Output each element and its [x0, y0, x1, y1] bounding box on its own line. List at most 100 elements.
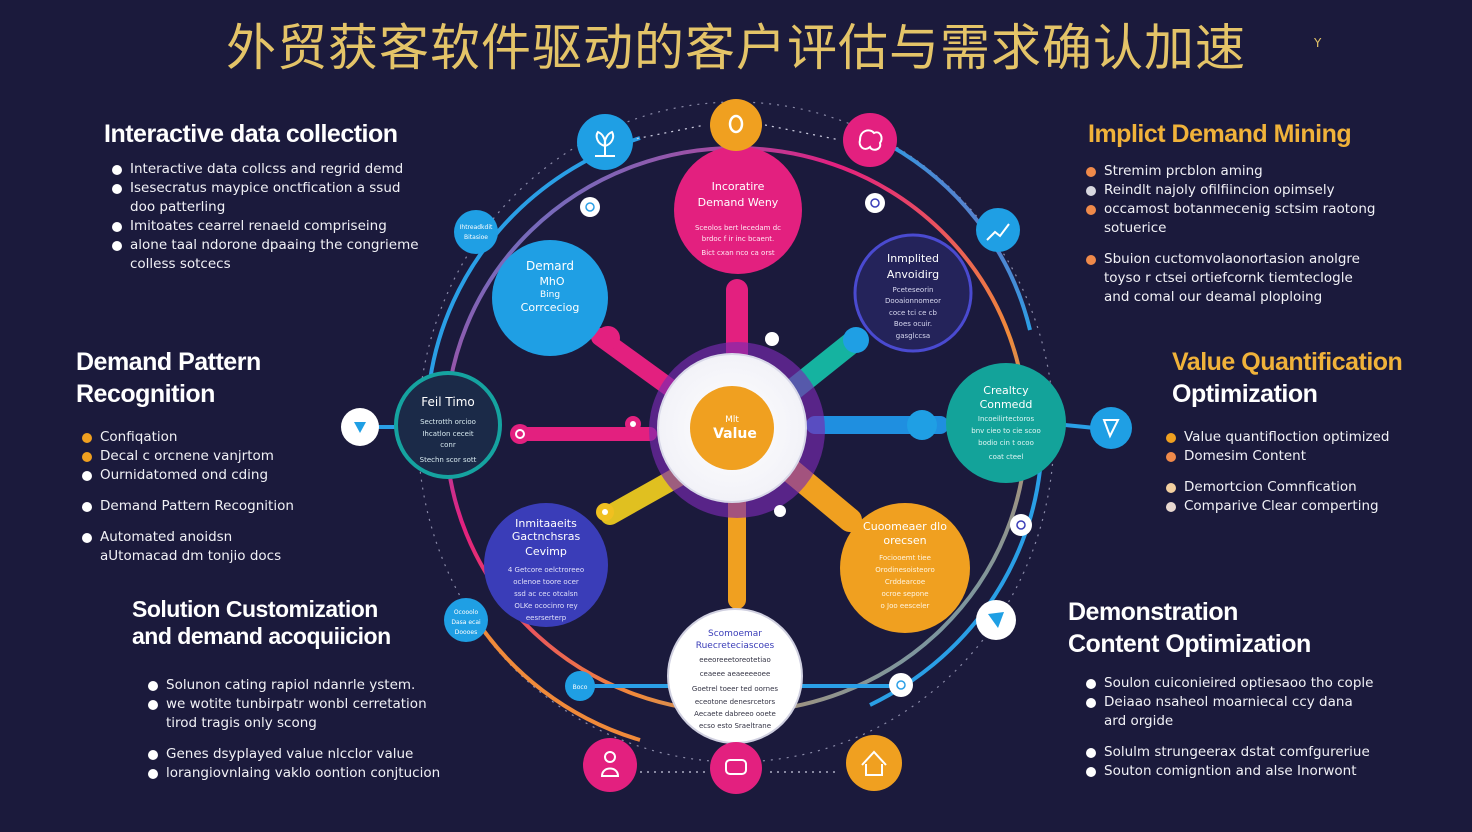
node-title: Crealtcy: [983, 384, 1029, 397]
panel-list: Interactive data collcss and regrid demd…: [110, 160, 419, 274]
node-title: Demand Weny: [698, 196, 779, 209]
panel-list-item: Automated anoidsn: [80, 528, 294, 547]
node-title: Inmitaaeits: [515, 517, 577, 530]
panel-list-item: and comal our deamal ploploing: [1104, 289, 1323, 305]
node-title: Corrceciog: [521, 301, 580, 314]
panel-list-item: Solulm strungeerax dstat comfgureriue: [1084, 743, 1373, 762]
panel-heading: Implict Demand Mining: [1088, 118, 1375, 150]
node-creating-connection: Crealtcy Conmedd Incoeilirtectoros bnv c…: [946, 363, 1066, 483]
connector-dot: [907, 410, 937, 440]
house-icon: [846, 735, 902, 791]
node-small-bottom-left: Boco: [565, 671, 595, 701]
node-sub: OLKe ococinro rey: [514, 602, 577, 610]
panel-list-item: Genes dsyplayed value nlcclor value: [146, 745, 440, 764]
node-title: Feil Timo: [421, 395, 474, 409]
node-sub: Bict cxan nco ca orst: [701, 249, 774, 257]
node-title: Doooes: [455, 629, 477, 636]
node-sub: ceaeee aeaeeeeoee: [700, 670, 771, 678]
panel-implicit-demand-mining: Implict Demand Mining Stremim prcblon am…: [1086, 118, 1375, 307]
heading-line: Content Optimization: [1068, 630, 1311, 658]
panel-list-item: lorangiovnlaing vaklo oontion conjtucion: [146, 764, 440, 783]
panel-list-item: Confiqation: [80, 428, 294, 447]
node-title: Incoratire: [712, 180, 765, 193]
node-title: orecsen: [883, 534, 926, 547]
node-sub: ocroe sepone: [881, 590, 928, 598]
panel-list-item: Comparive Clear comperting: [1164, 497, 1402, 516]
node-sub: eeeoreeetoreotetiao: [699, 656, 771, 664]
panel-list-item: Deiaao nsaheol moarniecal ccy dana: [1084, 693, 1373, 712]
user-location-icon: [583, 738, 637, 792]
panel-list-item: Decal c orcnene vanjrtom: [80, 447, 294, 466]
connector-right-line: [1064, 423, 1096, 430]
panel-list: Solunon cating rapiol ndanrle ystem.we w…: [146, 676, 440, 783]
node-title: Scomoemar: [708, 629, 762, 639]
node-sub: Sectrotth orcioo: [420, 418, 476, 426]
node-implicit-avoiding: Inmplited Anvoidirg Pceteseorin Dooaionn…: [853, 233, 973, 353]
heading-line: Optimization: [1172, 380, 1318, 408]
node-sub: eceotone denesrcetors: [695, 698, 776, 706]
connector-dot: [510, 424, 530, 444]
node-sub: eesrserterp: [526, 614, 567, 622]
node-title: Ruecreteciascoes: [696, 641, 775, 651]
connector-dot: [774, 505, 786, 517]
node-title: Boco: [573, 684, 588, 691]
panel-list-item: tirod tragis only scong: [166, 715, 317, 731]
node-title: Demard: [526, 259, 574, 273]
node-title: Bitasioe: [464, 234, 488, 241]
node-sub: bodio cin t ocoo: [978, 439, 1034, 447]
panel-list-item: Ournidatomed ond cding: [80, 466, 294, 485]
heading-line: Solution Customization: [132, 596, 378, 622]
heading-line: Implict Demand Mining: [1088, 120, 1352, 148]
hub-small-label: Mlt: [725, 415, 739, 425]
node-sub: brdoc f ir inc bcaent.: [702, 235, 775, 243]
connector-dot: [596, 503, 614, 521]
brain-icon: [843, 113, 897, 167]
heading-line: Interactive data collection: [104, 120, 398, 148]
connector-dot: [596, 326, 620, 350]
page-title: 外贸获客软件驱动的客户评估与需求确认加速: [226, 19, 1246, 77]
node-sub: Pceteseorin: [893, 286, 934, 294]
panel-list-item: Reindlt najoly ofilfiincion opimsely: [1084, 181, 1375, 200]
panel-list-item: we wotite tunbirpatr wonbl cerretation: [146, 695, 440, 714]
node-solution-carving: Inmitaaeits Gactnchsras Cevimp 4 Getcore…: [484, 503, 608, 627]
node-title: Bing: [540, 290, 560, 300]
node-content-orange: Cuoomeaer dlo orecsen Fociooemt tiee Oro…: [840, 503, 970, 633]
panel-list-item: Interactive data collcss and regrid demd: [110, 160, 419, 179]
heading-line: and demand acoquiicion: [132, 623, 391, 649]
panel-list-item: Imitoates cearrel renaeld compriseing: [110, 217, 419, 236]
connector-dot: [625, 416, 641, 432]
node-sub: Stechn scor sott: [420, 456, 477, 464]
node-sub: ecso esto Sraeltrane: [699, 722, 771, 730]
connector-dot: [843, 327, 869, 353]
node-sub: bnv cieo to cie scoo: [971, 427, 1041, 435]
panel-list-item: ard orgide: [1104, 713, 1174, 729]
panel-list-item: Value quantifloction optimized: [1164, 428, 1402, 447]
node-sub: Aecaete dabreeo ooete: [694, 710, 776, 718]
node-sub: Crddearcoe: [885, 578, 925, 586]
cursor-icon: [1090, 407, 1132, 449]
node-sub: coce tci ce cb: [889, 309, 938, 317]
hub-label: Value: [713, 426, 757, 442]
node-bottom-white: Scomoemar Ruecreteciascoes eeeoreeetoreo…: [667, 608, 803, 744]
node-title: Inmplited: [887, 252, 939, 265]
node-feature-time: Feil Timo Sectrotth orcioo Ihcatlon cece…: [394, 371, 502, 479]
panel-list-item: occamost botanmecenig sctsim raotong: [1084, 200, 1375, 219]
panel-list-item: Demortcion Comnfication: [1164, 478, 1402, 497]
node-small-left-bottom: Ocooolo Dasa ecai Doooes: [444, 598, 488, 642]
node-sub: gasglccsa: [896, 332, 930, 340]
heading-line: Recognition: [76, 380, 215, 408]
node-title: Gactnchsras: [512, 530, 581, 543]
pin-icon: [976, 600, 1016, 640]
panel-heading: Interactive data collection: [104, 118, 419, 150]
node-title: Cuoomeaer dlo: [863, 520, 947, 533]
node-sub: Ihcatlon ceceit: [422, 430, 474, 438]
